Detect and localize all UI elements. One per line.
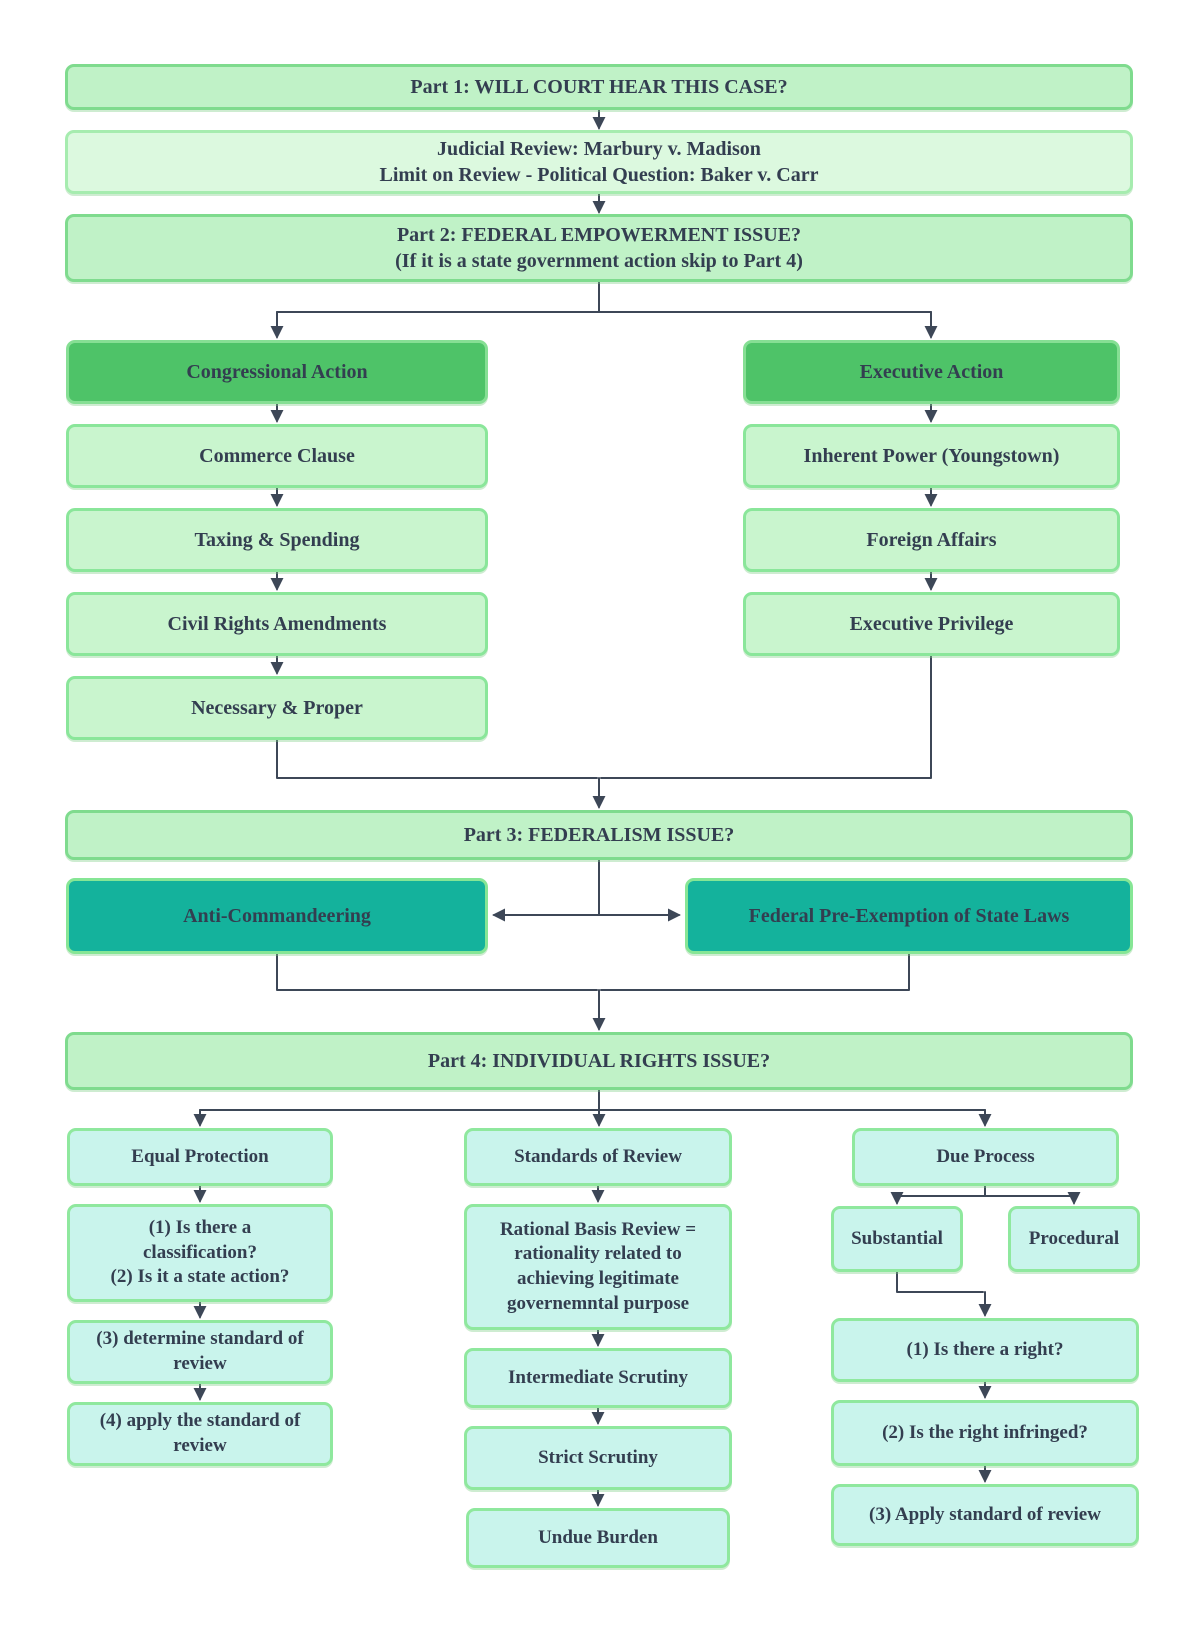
node-label: Part 2: FEDERAL EMPOWERMENT ISSUE? (If i… — [395, 224, 803, 272]
node-procedural: Procedural — [1008, 1206, 1140, 1272]
node-congressional-action: Congressional Action — [66, 340, 488, 404]
node-ep-steps-1-2: (1) Is there a classification? (2) Is it… — [67, 1204, 333, 1302]
node-label: Commerce Clause — [199, 445, 355, 467]
node-label: Part 3: FEDERALISM ISSUE? — [463, 824, 735, 846]
node-commerce-clause: Commerce Clause — [66, 424, 488, 488]
node-label: (2) Is the right infringed? — [882, 1421, 1088, 1443]
node-standards-of-review: Standards of Review — [464, 1128, 732, 1186]
node-label: Procedural — [1028, 1227, 1120, 1249]
node-executive-privilege: Executive Privilege — [743, 592, 1120, 656]
node-intermediate-scrutiny: Intermediate Scrutiny — [464, 1348, 732, 1408]
connector-line — [276, 953, 598, 991]
node-part3-federalism: Part 3: FEDERALISM ISSUE? — [65, 810, 1133, 860]
node-label: Foreign Affairs — [866, 529, 997, 551]
node-label: (1) Is there a right? — [906, 1338, 1064, 1360]
node-undue-burden: Undue Burden — [466, 1508, 730, 1568]
node-part1-will-court-hear: Part 1: WILL COURT HEAR THIS CASE? — [65, 64, 1133, 110]
node-inherent-power: Inherent Power (Youngstown) — [743, 424, 1120, 488]
node-dp-step-1: (1) Is there a right? — [831, 1318, 1139, 1382]
node-necessary-proper: Necessary & Proper — [66, 676, 488, 740]
node-rational-basis: Rational Basis Review = rationality rela… — [464, 1204, 732, 1330]
node-judicial-review: Judicial Review: Marbury v. Madison Limi… — [65, 130, 1133, 194]
node-federal-preemption: Federal Pre-Exemption of State Laws — [685, 878, 1133, 954]
node-due-process: Due Process — [852, 1128, 1119, 1186]
node-part4-individual-rights: Part 4: INDIVIDUAL RIGHTS ISSUE? — [65, 1032, 1133, 1090]
connector-line — [600, 953, 910, 991]
connector-line — [896, 1271, 984, 1293]
node-anti-commandeering: Anti-Commandeering — [66, 878, 488, 954]
node-dp-step-2: (2) Is the right infringed? — [831, 1400, 1139, 1466]
node-label: Judicial Review: Marbury v. Madison Limi… — [379, 138, 819, 186]
node-label: Necessary & Proper — [191, 697, 363, 719]
node-civil-rights-amendments: Civil Rights Amendments — [66, 592, 488, 656]
node-label: Strict Scrutiny — [538, 1446, 658, 1468]
node-label: Federal Pre-Exemption of State Laws — [748, 905, 1070, 927]
node-label: Undue Burden — [538, 1526, 658, 1548]
node-label: Taxing & Spending — [194, 529, 360, 551]
connector-line — [276, 739, 598, 779]
node-substantial: Substantial — [831, 1206, 963, 1272]
node-label: Anti-Commandeering — [183, 905, 371, 927]
node-ep-step-3: (3) determine standard of review — [67, 1320, 333, 1384]
node-taxing-spending: Taxing & Spending — [66, 508, 488, 572]
node-label: Part 4: INDIVIDUAL RIGHTS ISSUE? — [427, 1050, 771, 1072]
node-label: Equal Protection — [131, 1145, 269, 1167]
node-label: Inherent Power (Youngstown) — [803, 445, 1060, 467]
node-executive-action: Executive Action — [743, 340, 1120, 404]
node-strict-scrutiny: Strict Scrutiny — [464, 1426, 732, 1490]
node-label: Rational Basis Review = rationality rela… — [499, 1218, 697, 1314]
node-label: Executive Action — [859, 361, 1004, 383]
node-equal-protection: Equal Protection — [67, 1128, 333, 1186]
node-label: Civil Rights Amendments — [167, 613, 387, 635]
node-label: Part 1: WILL COURT HEAR THIS CASE? — [410, 76, 788, 98]
node-label: Substantial — [851, 1227, 943, 1249]
node-label: (3) determine standard of review — [96, 1328, 304, 1374]
node-part2-federal-empowerment: Part 2: FEDERAL EMPOWERMENT ISSUE? (If i… — [65, 214, 1133, 282]
node-label: (1) Is there a classification? (2) Is it… — [110, 1216, 290, 1288]
node-label: (4) apply the standard of review — [99, 1410, 301, 1456]
node-label: (3) Apply standard of review — [869, 1503, 1101, 1525]
connector-line — [600, 655, 932, 779]
node-foreign-affairs: Foreign Affairs — [743, 508, 1120, 572]
node-label: Executive Privilege — [849, 613, 1014, 635]
node-ep-step-4: (4) apply the standard of review — [67, 1402, 333, 1466]
node-label: Standards of Review — [514, 1145, 682, 1167]
node-label: Congressional Action — [186, 361, 368, 383]
node-dp-step-3: (3) Apply standard of review — [831, 1484, 1139, 1546]
node-label: Intermediate Scrutiny — [508, 1366, 688, 1388]
node-label: Due Process — [936, 1145, 1035, 1167]
